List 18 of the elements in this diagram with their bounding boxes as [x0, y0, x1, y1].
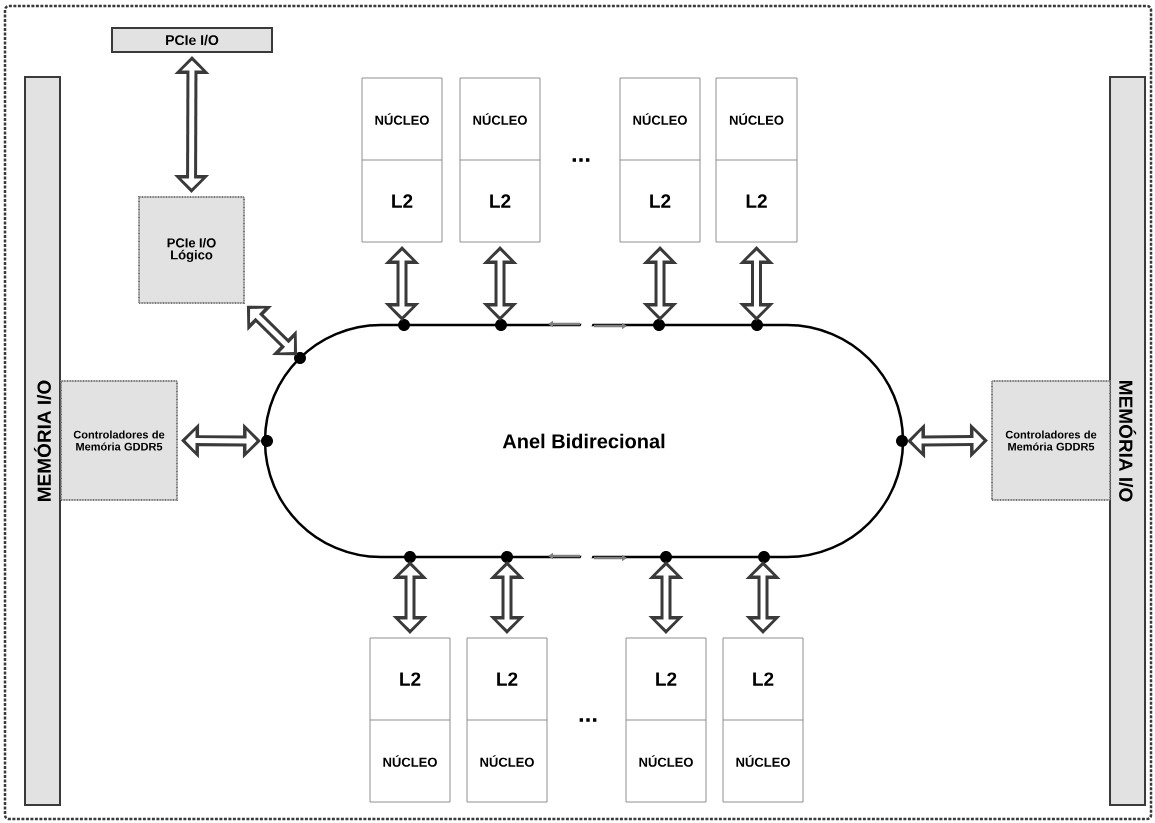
core-box: NÚCLEO L2 — [715, 77, 798, 243]
logic-block: Controladores de Memória GDDR5 — [60, 380, 178, 501]
core-box: L2 NÚCLEO — [466, 637, 548, 803]
double-arrow — [246, 305, 298, 356]
core-box: L2 NÚCLEO — [722, 637, 804, 803]
ring-bus: Anel Bidirecional — [263, 323, 905, 559]
core-box: L2 NÚCLEO — [625, 637, 707, 803]
memory-io-bar: MEMÓRIA I/O — [24, 76, 61, 806]
logic-block: PCIe I/O Lógico — [138, 196, 245, 304]
ellipsis: ... — [579, 718, 597, 722]
memory-io-bar: MEMÓRIA I/O — [1109, 76, 1146, 806]
logic-block: Controladores de Memória GDDR5 — [991, 380, 1111, 501]
ellipsis: ... — [572, 158, 590, 162]
core-box: NÚCLEO L2 — [459, 77, 541, 243]
core-box: NÚCLEO L2 — [361, 77, 443, 243]
core-box: L2 NÚCLEO — [369, 637, 451, 803]
io-bar: PCIe I/O — [111, 27, 273, 53]
core-box: NÚCLEO L2 — [619, 77, 701, 243]
